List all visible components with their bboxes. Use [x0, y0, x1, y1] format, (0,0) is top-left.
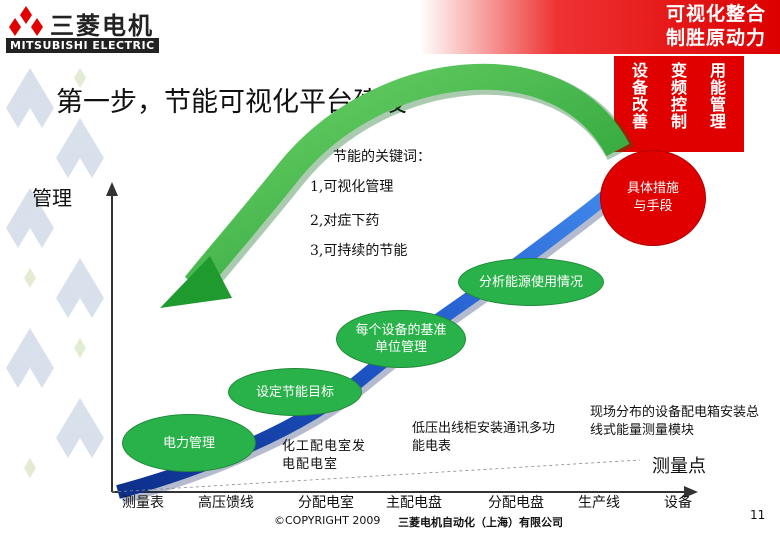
- keyword-2: 2,对症下药: [310, 213, 380, 229]
- y-axis-label: 管理: [32, 186, 72, 210]
- stair-target-oval: 设定节能目标: [228, 368, 362, 416]
- company-name: 三菱电机自动化（上海）有限公司: [398, 516, 563, 529]
- stair-analyze-oval: 分析能源使用情况: [458, 258, 604, 306]
- x-tick-meter: 测量表: [122, 495, 164, 511]
- keywords-heading: 节能的关键词：: [333, 149, 431, 165]
- logo-english: MITSUBISHI ELECTRIC: [6, 38, 159, 53]
- keyword-3: 3,可持续的节能: [310, 243, 408, 259]
- mitsubishi-logo: [6, 6, 46, 40]
- tagline-line1: 可视化整合: [665, 3, 766, 25]
- x-tick-sub-panel: 分配电盘: [488, 495, 544, 511]
- copyright-text: ©COPYRIGHT 2009: [274, 514, 381, 527]
- tagline-line2: 制胜原动力: [665, 27, 766, 49]
- x-tick-line: 生产线: [578, 495, 620, 511]
- measures-panel: [614, 56, 744, 152]
- panel-col-inverter: 变频控制: [668, 62, 687, 130]
- x-tick-main-panel: 主配电盘: [386, 495, 442, 511]
- stair-baseline-oval: 每个设备的基准单位管理: [336, 310, 466, 368]
- stair-baseline-label: 每个设备的基准单位管理: [355, 323, 447, 355]
- measures-circle: 具体措施与手段: [600, 150, 706, 246]
- stair-target-label: 设定节能目标: [255, 384, 334, 400]
- x-axis: [112, 486, 698, 498]
- decorative-diamond-pattern: [6, 68, 104, 478]
- logo-chinese: 三菱电机: [50, 12, 154, 40]
- chem-room-label: 化工配电室发电配电室: [282, 439, 367, 472]
- guide-line: [111, 459, 641, 493]
- x-tick-hv-feeder: 高压馈线: [198, 495, 254, 511]
- three-diamonds-icon: [9, 6, 43, 36]
- green-feedback-arrow: [160, 63, 635, 308]
- page-number: 11: [750, 508, 766, 522]
- measure-points-label: 测量点: [652, 456, 706, 477]
- stair-power-label: 电力管理: [162, 435, 215, 451]
- x-tick-substation: 分配电室: [298, 495, 354, 511]
- stair-analyze-label: 分析能源使用情况: [478, 274, 583, 290]
- field-module-label: 现场分布的设备配电箱安装总线式能量测量模块: [590, 405, 760, 438]
- stair-power-oval: 电力管理: [122, 414, 256, 472]
- low-voltage-label: 低压出线柜安装通讯多功能电表: [412, 421, 556, 454]
- panel-col-equipment: 设备改善: [629, 62, 648, 130]
- measures-circle-label: 具体措施与手段: [626, 181, 679, 214]
- x-tick-device: 设备: [664, 495, 692, 511]
- y-axis: [106, 182, 118, 492]
- panel-col-energy: 用能管理: [707, 62, 726, 130]
- keyword-1: 1,可视化管理: [310, 179, 394, 195]
- header-red-band: [420, 0, 780, 54]
